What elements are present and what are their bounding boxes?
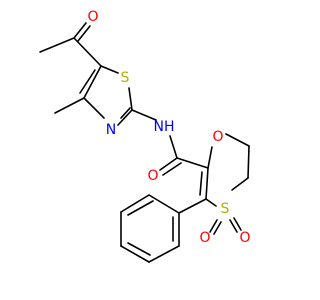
- bond-carbonyl-oxygen-a: [73, 22, 87, 39]
- sulfone-group: [209, 217, 242, 235]
- bond-nh-carbonyl: [169, 135, 178, 159]
- phenyl-ring: [120, 194, 207, 263]
- bond-carbonyl-ring-c: [176, 157, 209, 169]
- bond-carbonyl-oxygen-b: [77, 25, 91, 42]
- bond-ph-2-double: [127, 200, 154, 216]
- molecule-canvas: O S N NH O O S O O: [39, 9, 251, 263]
- atom-ring-sulfur: S: [221, 201, 230, 217]
- bond-ph-4-double: [127, 242, 151, 256]
- atom-amide-nitrogen: NH: [154, 119, 175, 135]
- bond-ph-1: [148, 194, 180, 214]
- bond-s-c: [205, 198, 217, 207]
- bond-c5-c4-double: [79, 69, 96, 94]
- bond-c4-n3: [83, 97, 105, 119]
- bond-carbonyl-o-a: [159, 157, 178, 171]
- bond-methyl-carbonyl: [39, 37, 75, 53]
- amide-linkage: [131, 109, 209, 176]
- bond-c-c-double-inner: [199, 171, 203, 196]
- atom-sulfone-oxygen-right: O: [239, 230, 250, 246]
- bond-ph-2: [120, 194, 150, 213]
- bond-c-c-double: [205, 167, 209, 200]
- bond-s-o-left-b: [213, 221, 222, 235]
- bond-carbonyl-o-b: [162, 162, 182, 176]
- atom-amide-oxygen: O: [147, 168, 158, 184]
- atom-sulfone-oxygen-left: O: [199, 230, 210, 246]
- atom-thiazole-sulfur: S: [121, 70, 130, 86]
- bond-n3-c2: [117, 109, 133, 126]
- molecule-structure: O S N NH O O S O O: [39, 9, 251, 263]
- bond-s-o-right-a: [229, 219, 238, 233]
- bond-c-phenyl: [178, 198, 207, 214]
- atom-thiazole-nitrogen: N: [106, 122, 116, 138]
- oxathiine-ring: [199, 133, 250, 207]
- bond-c2-nh: [131, 109, 157, 121]
- bond-ch2-s: [231, 177, 249, 191]
- bond-ch2-ch2: [247, 145, 250, 179]
- acetyl-group: [39, 22, 102, 67]
- bond-o-ch2: [225, 133, 250, 147]
- bond-c5-c4: [83, 65, 102, 99]
- bond-ph-4: [120, 245, 150, 263]
- thiazole-ring: [54, 65, 133, 126]
- bond-s-o-right-b: [233, 217, 242, 231]
- bond-s1-c5: [100, 65, 119, 74]
- atom-acetyl-oxygen: O: [87, 9, 98, 25]
- bond-carbonyl-ring: [73, 37, 102, 67]
- bond-ph-5: [148, 245, 180, 263]
- bond-c2-s1: [128, 87, 133, 111]
- bond-c4-methyl: [54, 97, 85, 114]
- bond-s-o-left-a: [209, 219, 218, 233]
- atom-ring-oxygen: O: [212, 129, 223, 145]
- bond-n3-c2-double: [120, 107, 131, 119]
- bond-c-o: [207, 146, 213, 169]
